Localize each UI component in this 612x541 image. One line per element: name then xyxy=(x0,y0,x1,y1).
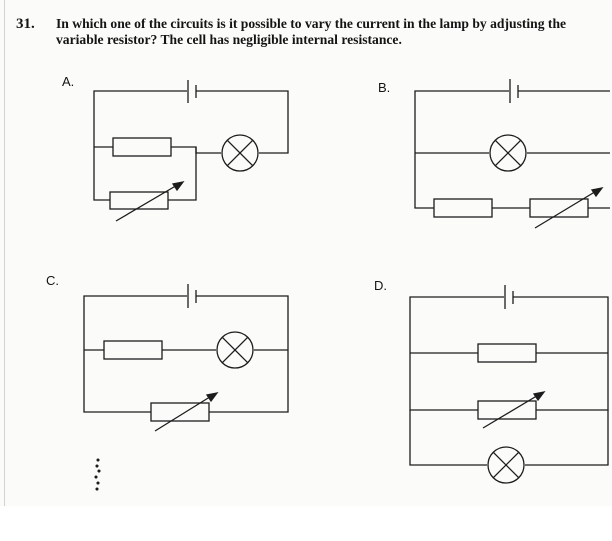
page-bottom-margin xyxy=(0,506,612,541)
wire xyxy=(414,153,434,209)
lamp-icon xyxy=(487,446,525,484)
wire xyxy=(525,410,609,466)
lamp-icon xyxy=(216,331,254,369)
circuit-b[interactable] xyxy=(414,79,610,229)
wire xyxy=(513,296,609,353)
wire xyxy=(536,353,609,411)
wire xyxy=(409,410,487,466)
wire xyxy=(93,90,187,143)
option-label-a[interactable]: A. xyxy=(62,74,75,89)
resistor-icon xyxy=(433,198,493,218)
question-number: 31. xyxy=(16,16,35,32)
circuit-diagrams xyxy=(83,79,610,491)
wire xyxy=(196,90,289,154)
option-label-b[interactable]: B. xyxy=(378,80,391,95)
option-label-d[interactable]: D. xyxy=(374,278,387,293)
cell-icon xyxy=(504,285,514,309)
resistor-icon xyxy=(112,137,172,157)
page-edge xyxy=(4,0,5,541)
resistor-icon xyxy=(477,343,537,363)
wire xyxy=(414,90,509,153)
circuit-d[interactable] xyxy=(409,285,609,484)
page-speckles xyxy=(94,458,101,491)
resistor-icon xyxy=(103,340,163,360)
cell-icon xyxy=(509,79,519,103)
circuit-c[interactable] xyxy=(83,284,289,491)
variable-resistor-icon xyxy=(109,181,185,222)
wire xyxy=(409,353,478,411)
lamp-icon xyxy=(489,134,527,172)
wire xyxy=(83,350,151,413)
wire xyxy=(83,295,187,350)
cell-icon xyxy=(187,284,197,308)
question-text: In which one of the circuits is it possi… xyxy=(56,16,604,48)
question-line-1: In which one of the circuits is it possi… xyxy=(56,16,567,31)
lamp-icon xyxy=(221,134,259,172)
cell-icon xyxy=(187,80,197,103)
circuit-a[interactable] xyxy=(93,80,289,222)
question-line-2: variable resistor? The cell has negligib… xyxy=(56,32,402,47)
wire xyxy=(168,147,197,201)
wire xyxy=(409,296,504,353)
variable-resistor-icon xyxy=(150,392,219,432)
variable-resistor-icon xyxy=(477,391,546,429)
option-label-c[interactable]: C. xyxy=(46,273,59,288)
wire xyxy=(93,143,110,201)
wire xyxy=(209,350,289,413)
wire xyxy=(196,295,289,350)
